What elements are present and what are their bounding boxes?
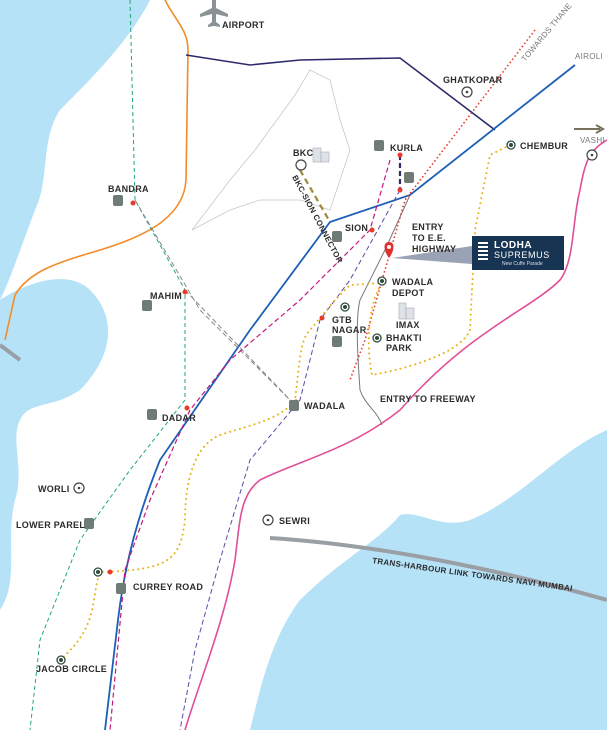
label-airport: AIRPORT [222,20,265,30]
label-mahim: MAHIM [150,291,182,301]
label-sewri: SEWRI [279,516,310,526]
arrow-right-icon [574,124,606,134]
trans-harbour-link [269,536,607,602]
bkc-sion-connector-line [299,169,331,223]
brand-name-line1: LODHA [494,240,533,251]
label-towards-thane: TOWARDS THANE [520,1,574,63]
pink-road [184,139,607,730]
label-airoli: AIROLI [575,52,603,61]
bkc-area-outline [191,69,351,231]
place-marker-icon [73,86,598,526]
label-chembur: CHEMBUR [520,141,568,151]
airplane-icon [200,0,228,27]
purple-dashed-line [179,189,401,730]
water-harbour [250,430,607,730]
lodha-supremus-brand-box[interactable]: LODHA SUPREMUS New Cuffe Parade [472,236,564,270]
brand-name-line2: SUPREMUS [494,250,550,260]
sealink-west [0,343,22,362]
label-bandra: BANDRA [108,184,149,194]
gray-dashed-line [134,199,296,406]
label-worli: WORLI [38,484,70,494]
location-pin-icon[interactable] [384,242,394,258]
label-bkc: BKC [293,148,314,158]
building-icon [312,147,415,320]
water-west [0,0,150,300]
magenta-dashed-line [109,159,391,730]
label-ghatkopar: GHATKOPAR [443,75,503,85]
label-imax: IMAX [396,320,420,330]
label-entry-freeway: ENTRY TO FREEWAY [380,394,476,404]
label-vashi: VASHI [580,136,605,145]
label-kurla: KURLA [390,143,423,153]
navy-road [185,54,496,131]
label-jacob-circle: JACOB CIRCLE [36,664,107,674]
train-icon [84,140,414,594]
brand-logo-icon [478,242,488,262]
brand-location: New Cuffe Parade [502,261,543,267]
label-lower-parel: LOWER PAREL [16,520,85,530]
label-dadar: DADAR [162,413,196,423]
gray-road [356,194,411,426]
label-sion: SION [345,223,368,233]
orange-road [4,0,189,341]
project-pointer [392,246,472,264]
label-currey-road: CURREY ROAD [133,582,203,592]
water-mahim-bay [0,279,109,610]
label-wadala: WADALA [304,401,345,411]
